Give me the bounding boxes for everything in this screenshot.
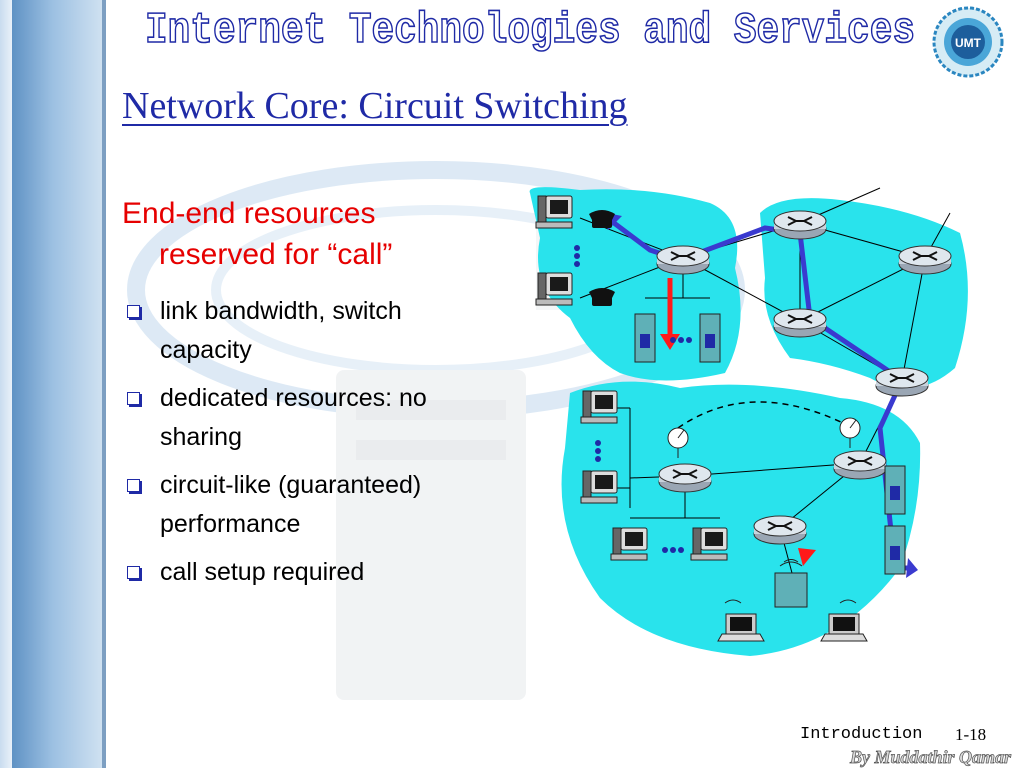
computer-icon (580, 470, 618, 504)
router-icon (773, 210, 827, 240)
left-decor-bar-light (0, 0, 12, 768)
bullet-box-icon (127, 392, 140, 405)
router-icon (656, 245, 710, 275)
network-diagram (529, 187, 968, 656)
footer-section: Introduction (800, 725, 923, 744)
telephone-icon (589, 210, 615, 228)
umt-logo-text: UMT (955, 36, 982, 50)
bullet-item: circuit-like (guaranteed) performance (124, 466, 534, 544)
arrow-red-bottom (798, 548, 816, 566)
network-cloud-right (760, 198, 968, 389)
computer-icon (610, 527, 648, 561)
server-icon (884, 465, 906, 515)
server-icon (634, 313, 656, 363)
course-banner-text: Internet Technologies and Services (145, 6, 915, 56)
bullet-line2: sharing (160, 423, 242, 451)
ellipsis-dots (574, 245, 692, 553)
main-point-line1: End-end resources (122, 197, 376, 230)
bullet-line1: link bandwidth, switch (160, 297, 402, 325)
bullet-line1: circuit-like (guaranteed) (160, 471, 422, 499)
router-icon (658, 463, 712, 493)
author-signature-text: By Muddathir Qamar (849, 747, 1012, 767)
bullet-list: link bandwidth, switch capacity dedicate… (124, 292, 534, 601)
bullet-line1: dedicated resources: no (160, 384, 427, 412)
computer-icon (535, 195, 573, 229)
left-decor-bar-edge (102, 0, 106, 768)
bullet-item: dedicated resources: no sharing (124, 379, 534, 457)
bullet-line2: performance (160, 510, 301, 538)
bullet-box-icon (127, 479, 140, 492)
left-decor-bar-blue (12, 0, 102, 768)
slide-title: Network Core: Circuit Switching (122, 85, 628, 127)
router-icon (875, 367, 929, 397)
telephone-icon (589, 288, 615, 306)
router-icon (898, 245, 952, 275)
bullet-box-icon (127, 566, 140, 579)
network-cloud-left (529, 187, 741, 381)
computer-icon (690, 527, 728, 561)
router-icon (833, 450, 887, 480)
wireless-access-point-icon (774, 572, 808, 608)
router-icon (753, 515, 807, 545)
main-point: End-end resources reserved for “call” (122, 193, 522, 275)
bullet-line1: call setup required (160, 558, 365, 586)
author-signature: By Muddathir Qamar (849, 747, 1013, 768)
bullet-item: link bandwidth, switch capacity (124, 292, 534, 370)
umt-logo: UMT (932, 6, 1004, 78)
arrow-blue-right (906, 558, 918, 578)
bullet-item: call setup required (124, 553, 534, 592)
bullet-box-icon (127, 305, 140, 318)
course-banner: Internet Technologies and Services (144, 5, 916, 56)
router-icon (773, 308, 827, 338)
bullet-line2: capacity (160, 336, 252, 364)
server-icon (884, 525, 906, 575)
computer-icon (535, 272, 573, 306)
network-cloud-bottom (561, 381, 921, 656)
server-icon (699, 313, 721, 363)
main-point-line2: reserved for “call” (159, 238, 393, 271)
computer-icon (580, 390, 618, 424)
page-number: 1-18 (955, 725, 987, 744)
